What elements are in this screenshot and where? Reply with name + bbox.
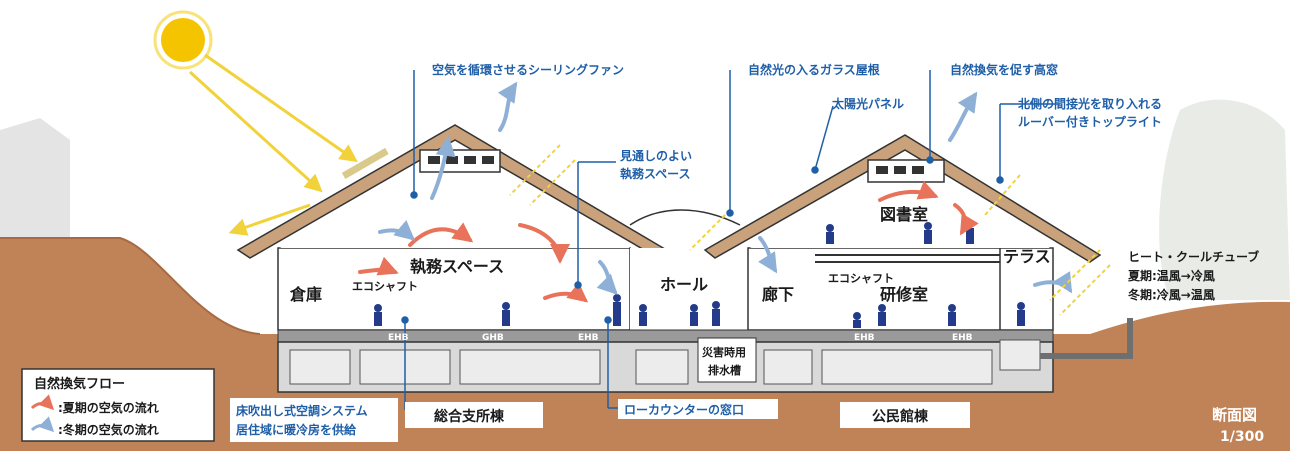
- building-label-left: 総合支所棟: [405, 402, 543, 428]
- room-training: 研修室: [880, 285, 928, 304]
- room-terrace: テラス: [1003, 247, 1051, 266]
- heat-cool-tube-title: ヒート・クールチューブ: [1128, 249, 1259, 264]
- heat-cool-tube-summer: 夏期:温風→冷風: [1128, 268, 1215, 283]
- ehb-label-3: EHB: [854, 333, 875, 343]
- eco-shaft-left: エコシャフト: [352, 280, 418, 293]
- callout-solar-panel: 太陽光パネル: [832, 96, 904, 111]
- scale-title: 断面図: [1212, 406, 1257, 424]
- ehb-label-4: EHB: [952, 333, 973, 343]
- room-hall: ホール: [660, 275, 708, 294]
- ghb-label: GHB: [482, 333, 504, 343]
- callout-louver-toplight-2: ルーバー付きトップライト: [1018, 114, 1162, 129]
- legend-winter-swatch: [30, 416, 55, 433]
- room-storage: 倉庫: [289, 285, 322, 304]
- low-counter-callout: ローカウンターの窓口: [618, 399, 778, 419]
- scale-value: 1/300: [1220, 429, 1264, 445]
- callout-office-view-1: 見通しのよい: [619, 148, 692, 163]
- floor-ac-callout: 床吹出し式空調システム 居住域に暖冷房を供給: [230, 398, 398, 442]
- room-office: 執務スペース: [410, 257, 504, 276]
- callout-high-window: 自然換気を促す高窓: [950, 62, 1058, 77]
- callout-ceiling-fan: 空気を循環させるシーリングファン: [432, 62, 624, 77]
- building-left: 総合支所棟: [434, 408, 505, 425]
- left-building: [236, 124, 677, 331]
- building-label-right: 公民館棟: [840, 402, 970, 428]
- disaster-tank-1: 災害時用: [701, 345, 746, 359]
- room-corridor: 廊下: [762, 285, 794, 304]
- legend-winter: :冬期の空気の流れ: [58, 422, 159, 437]
- room-library: 図書室: [880, 205, 928, 224]
- callout-leaders: [401, 70, 1060, 410]
- legend-summer: :夏期の空気の流れ: [58, 400, 159, 415]
- low-counter: ローカウンターの窓口: [624, 402, 744, 417]
- airflow-arrows: [358, 81, 1073, 303]
- floor-ac-line1: 床吹出し式空調システム: [236, 403, 368, 418]
- legend-title: 自然換気フロー: [34, 376, 125, 392]
- sun: [153, 10, 358, 236]
- foundation: [277, 318, 1133, 393]
- ehb-label-1: EHB: [388, 333, 409, 343]
- light-rays: [509, 144, 1111, 316]
- callout-louver-toplight-1: 北側の間接光を取り入れる: [1018, 96, 1162, 111]
- callout-office-view-2: 執務スペース: [620, 166, 691, 181]
- callout-glass-roof: 自然光の入るガラス屋根: [748, 62, 880, 77]
- legend-summer-swatch: [30, 394, 55, 411]
- disaster-tank-2: 排水槽: [708, 363, 741, 377]
- eco-shaft-right: エコシャフト: [828, 272, 894, 285]
- ehb-label-2: EHB: [578, 333, 599, 343]
- building-right: 公民館棟: [872, 408, 929, 425]
- people-silhouettes: [374, 220, 1025, 328]
- legend: 自然換気フロー :夏期の空気の流れ :冬期の空気の流れ: [21, 368, 215, 442]
- heat-cool-tube-winter: 冬期:冷風→温風: [1128, 287, 1215, 302]
- floor-ac-line2: 居住域に暖冷房を供給: [236, 422, 357, 437]
- hall-glass-roof: [629, 209, 745, 330]
